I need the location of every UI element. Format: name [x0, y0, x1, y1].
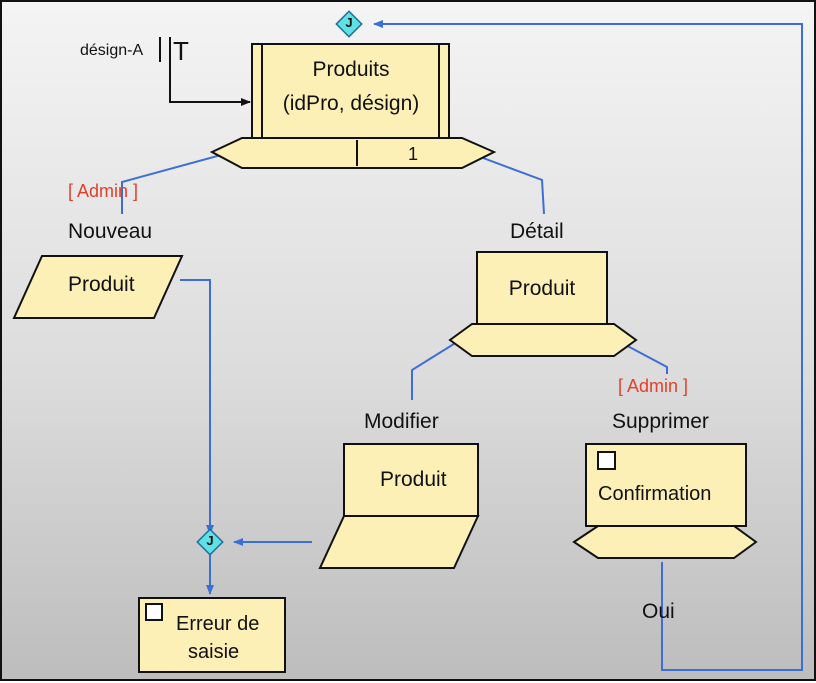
nouveau-produit-label: Produit: [68, 273, 135, 296]
nouveau-to-junction-line: [180, 279, 214, 535]
nouveau-label: Nouveau: [68, 220, 153, 243]
admin-right-label: [ Admin ]: [618, 376, 689, 396]
erreur-line2: saisie: [188, 641, 240, 663]
admin-left-label: [ Admin ]: [68, 181, 139, 201]
erreur-checkbox: [145, 603, 163, 621]
detail-modifier-line: [411, 341, 458, 400]
confirmation-label: Confirmation: [598, 483, 712, 505]
bottom-junction-connector: [196, 528, 224, 556]
produits-list-bar: [209, 137, 497, 169]
produits-count: 1: [408, 144, 419, 164]
produits-title: Produits: [312, 58, 390, 81]
top-junction-connector: [335, 10, 363, 38]
produits-fields: (idPro, désign): [282, 92, 420, 115]
trigger-letter: T: [173, 36, 189, 66]
erreur-line1: Erreur de: [176, 613, 260, 635]
detail-produit-label: Produit: [508, 277, 576, 300]
oui-return-line: [373, 20, 803, 671]
detail-label: Détail: [510, 220, 564, 243]
trigger-arrow: [169, 37, 251, 106]
erreur-entity: [138, 597, 286, 673]
detail-supprimer-line: [619, 341, 668, 374]
trigger-label: désign-A: [80, 42, 144, 59]
modifier-produit-entity: [318, 443, 480, 569]
supprimer-label: Supprimer: [612, 410, 709, 433]
nouveau-produit-box: [12, 255, 184, 319]
detail-produit-entity: [448, 251, 638, 357]
modifier-label: Modifier: [364, 410, 439, 433]
produits-entity: [209, 43, 497, 169]
top-junction-label: J: [345, 15, 353, 30]
bottom-junction-label: J: [206, 533, 214, 548]
modifier-produit-label: Produit: [380, 468, 447, 491]
confirmation-checkbox: [597, 451, 616, 470]
detail-flow-line: [466, 151, 545, 215]
confirmation-entity: [572, 443, 758, 559]
oui-label: Oui: [642, 600, 675, 623]
